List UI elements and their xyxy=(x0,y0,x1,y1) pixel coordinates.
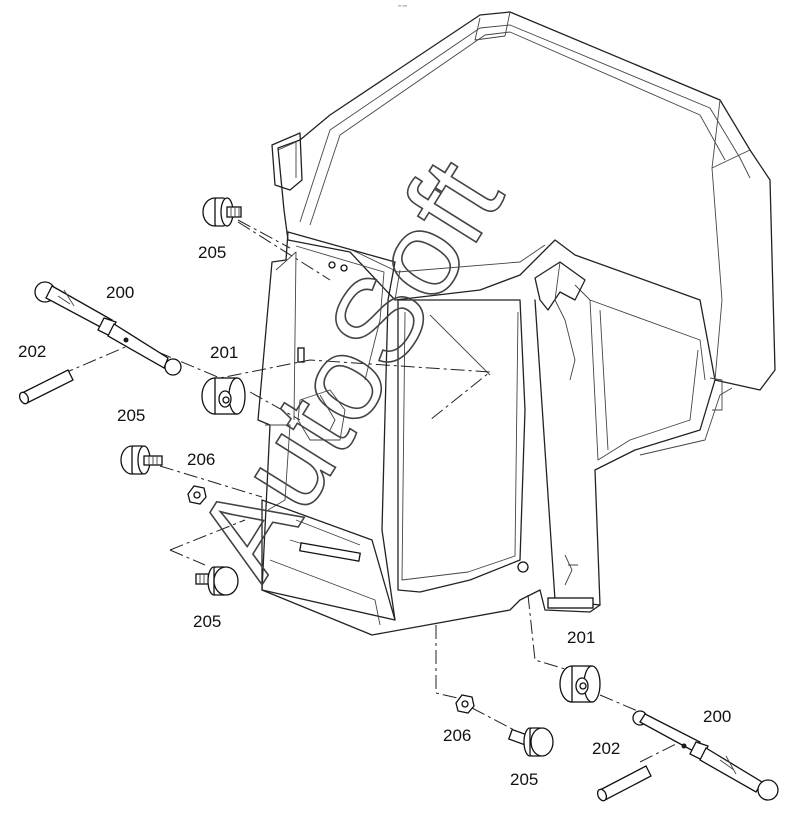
callout-201-left: 201 xyxy=(210,343,238,362)
part-200-left xyxy=(34,281,182,376)
callout-202-right: 202 xyxy=(592,739,620,758)
part-205-bottom xyxy=(507,727,554,757)
callout-205-mid: 205 xyxy=(117,406,145,425)
callouts: 205 200 202 201 205 206 205 201 200 202 … xyxy=(18,243,731,789)
callout-200-right: 200 xyxy=(703,707,731,726)
leader-lines xyxy=(59,219,681,763)
part-200-right xyxy=(632,710,779,801)
cab-frame xyxy=(257,11,776,636)
part-205-lower xyxy=(195,566,239,596)
part-206-bottom xyxy=(455,694,475,714)
callout-201-right: 201 xyxy=(567,628,595,647)
part-205-mid xyxy=(120,445,163,475)
part-205-top xyxy=(202,197,242,227)
part-201-left xyxy=(201,377,246,415)
part-202-right xyxy=(596,765,652,802)
callout-202-left: 202 xyxy=(18,342,46,361)
callout-205-bottom: 205 xyxy=(510,770,538,789)
part-202-left xyxy=(18,369,74,405)
callout-206-left: 206 xyxy=(187,450,215,469)
callout-205-top: 205 xyxy=(198,243,226,262)
callout-206-bottom: 206 xyxy=(443,726,471,745)
corner-mark: ⁰⁰ ⁰⁰⁰ xyxy=(398,4,408,9)
callout-200-left: 200 xyxy=(106,283,134,302)
part-206-left xyxy=(187,485,207,505)
callout-205-lower: 205 xyxy=(193,612,221,631)
part-201-right xyxy=(559,665,601,703)
